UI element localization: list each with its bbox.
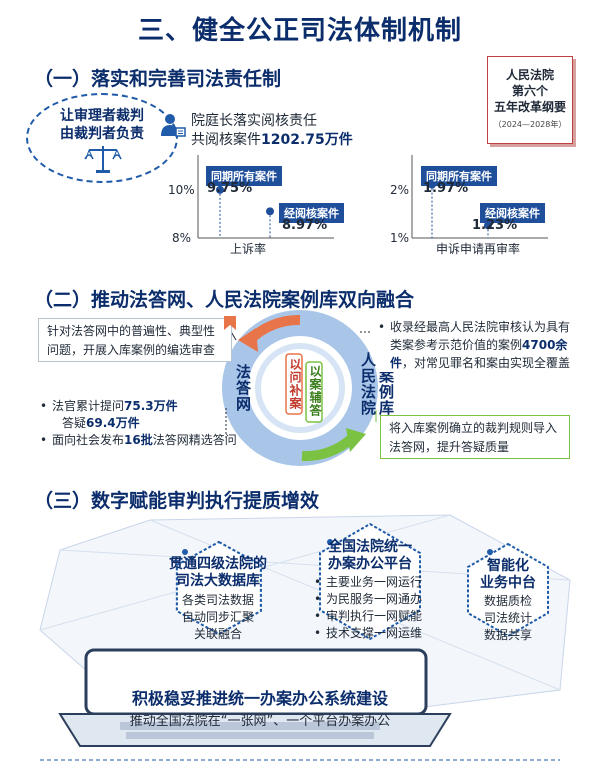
book-line-3: 五年改革纲要: [493, 100, 566, 114]
book-years: （2024—2028年）: [493, 120, 567, 129]
box-rules-import: 将入库案例确立的裁判规则导入法答网，提升答疑质量: [380, 415, 570, 459]
hex2-item: 审判执行一网赋能: [314, 608, 426, 625]
qa-stat-published: 面向社会发布16批法答网精选答问: [40, 432, 240, 449]
inner-ring: [255, 343, 345, 433]
laptop-keyboard-row-2: [126, 732, 374, 739]
hex-middle-office-items: 数据质检 司法统计 数据共享: [474, 593, 542, 644]
chart1-badge-all-cases: 同期所有案件: [206, 166, 282, 186]
review-count-value: 1202.75万件: [261, 132, 353, 148]
arrow-green-head: [346, 428, 366, 452]
hex3-item: 数据共享: [483, 628, 532, 642]
justice-scale-icon: [84, 146, 122, 173]
chart2-axes: [411, 155, 548, 239]
hex1-item: 自动同步汇聚: [181, 610, 254, 624]
case-library-col-2: 案例库: [377, 368, 395, 416]
inner-right-pill: [305, 361, 323, 423]
hex1-item: 关联融合: [193, 627, 242, 641]
section-3-title: （三）数字赋能审判执行提质增效: [34, 490, 320, 512]
chart2-badge-reviewed: 经阅核案件: [480, 203, 545, 223]
hex-data-bank-title: 贯通四级法院的 司法大数据库: [160, 556, 276, 590]
hex2-item: 为民服务一网通办: [314, 591, 426, 608]
chart1-ytick-high: 10%: [168, 183, 195, 197]
inner-left-pill: [285, 353, 303, 415]
chart1-ytick-low: 8%: [172, 231, 192, 245]
chart2-badge-all-cases: 同期所有案件: [421, 166, 497, 186]
case-library-intake-text: 收录经最高人民法院审核认为具有类案参考示范价值的案例4700余件，对常见罪名和案…: [378, 318, 576, 372]
circle-inner-label-cases-assist: 以案辅答: [308, 365, 322, 417]
review-statement-line-1: 院庭长落实阅核责任: [191, 113, 317, 129]
reviewer-person-icon: [161, 114, 186, 137]
arrow-orange-head: [238, 328, 258, 352]
section-2-title: （二）推动法答网、人民法院案例库双向融合: [34, 289, 415, 311]
review-statement-line-2: 共阅核案件1202.75万件: [191, 129, 353, 149]
box-case-library-intake: 收录经最高人民法院审核认为具有类案参考示范价值的案例4700余件，对常见罪名和案…: [378, 318, 576, 372]
hex3-item: 司法统计: [483, 611, 532, 625]
review-count-prefix: 共阅核案件: [191, 132, 261, 148]
hex1-title-line-1: 贯通四级法院的: [169, 556, 267, 572]
judicial-responsibility-oval: 让审理者裁判 由裁判者负责: [26, 93, 178, 183]
qa-stats-list: 法官累计提问75.3万件 答疑69.4万件 面向社会发布16批法答网精选答问: [40, 398, 240, 449]
unified-system-banner-subtitle: 推动全国法院在“一张网”、一个平台办案办公: [129, 714, 391, 729]
chart2-value-all-cases: 1.97%: [423, 181, 469, 196]
chart1-xlabel: 上诉率: [230, 242, 267, 256]
chart2-value-reviewed: 1.23%: [472, 218, 518, 233]
hex1-title-line-2: 司法大数据库: [176, 573, 260, 589]
hex2-item: 技术支撑一网运维: [314, 625, 426, 642]
reform-outline-book: 人民法院 第六个 五年改革纲要 （2024—2028年）: [487, 56, 573, 144]
hex-middle-office-title: 智能化 业务中台: [468, 558, 548, 592]
chart2-xlabel: 申诉申请再审率: [436, 242, 521, 256]
hex-data-bank-items: 各类司法数据 自动同步汇聚 关联融合: [168, 592, 268, 643]
hex-middle-office-border: [467, 542, 549, 638]
hex2-title-line-2: 办案办公平台: [328, 556, 412, 572]
qa-stat-questions: 法官累计提问75.3万件: [40, 398, 240, 415]
hex3-title-line-2: 业务中台: [480, 575, 536, 591]
chart1-value-reviewed: 8.97%: [282, 218, 328, 233]
page-title: 三、健全公正司法体制机制: [137, 16, 462, 46]
case-library-col-1: 人民法院: [359, 352, 377, 416]
book-line-2: 第六个: [511, 84, 548, 98]
hex3-dot: [487, 549, 493, 555]
chart1-value-all-cases: 9.75%: [207, 181, 253, 196]
chart1-badge-reviewed: 经阅核案件: [279, 203, 344, 223]
two-way-integration-diagram: [222, 310, 378, 466]
hex2-item: 主要业务一网运行: [314, 574, 426, 591]
laptop-keyboard-row-1: [120, 722, 380, 730]
chart2-ytick-low: 1%: [390, 231, 410, 245]
hex2-title-line-1: 全国法院统一: [328, 539, 412, 555]
chart1-axes: [197, 155, 334, 239]
unified-system-banner-title: 积极稳妥推进统一办案办公系统建设: [131, 689, 388, 708]
oval-text: 让审理者裁判 由裁判者负责: [28, 107, 176, 143]
hex1-dot: [182, 549, 188, 555]
hex3-item: 数据质检: [483, 594, 532, 608]
hex-data-bank-border: [175, 540, 262, 636]
hex-platform-items: 主要业务一网运行 为民服务一网通办 审判执行一网赋能 技术支撑一网运维: [314, 574, 426, 642]
chart1-point-reviewed: [266, 207, 274, 216]
section-1-title: （一）落实和完善司法责任制: [34, 68, 282, 90]
chart2-ytick-high: 2%: [390, 183, 410, 197]
circle-inner-label-questions-supplement: 以问补案: [288, 358, 302, 410]
hex2-dot: [327, 539, 333, 545]
book-line-1: 人民法院: [505, 68, 554, 82]
hex-platform-title: 全国法院统一 办案办公平台: [318, 539, 422, 573]
box-rules-import-text: 将入库案例确立的裁判规则导入法答网，提升答疑质量: [389, 421, 558, 454]
box-case-compilation: 针对法答网中的普遍性、典型性问题，开展入库案例的编选审查: [38, 318, 232, 362]
oval-line-1: 让审理者裁判: [60, 108, 144, 124]
oval-line-2: 由裁判者负责: [60, 126, 144, 142]
hex1-item: 各类司法数据: [181, 593, 254, 607]
hex3-title-line-1: 智能化: [487, 558, 529, 574]
box-case-compilation-text: 针对法答网中的普遍性、典型性问题，开展入库案例的编选审查: [47, 324, 216, 357]
bookmark-icon: [224, 316, 236, 330]
book-title: 人民法院 第六个 五年改革纲要: [488, 67, 572, 115]
qa-stat-answers: 答疑69.4万件: [62, 416, 140, 430]
